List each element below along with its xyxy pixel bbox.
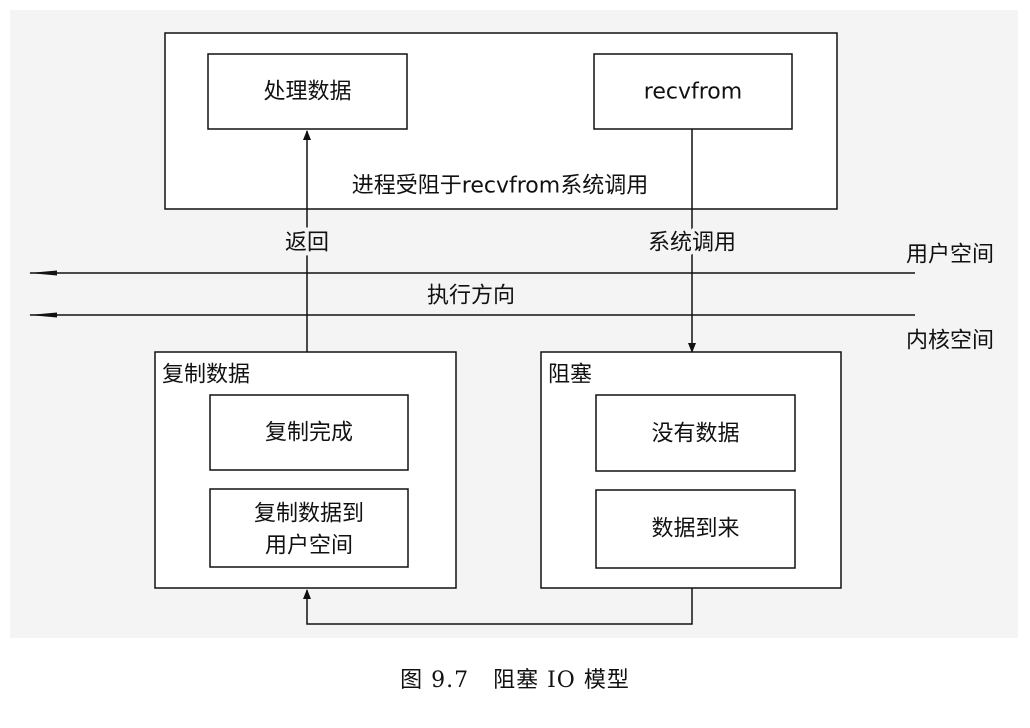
blocking-io-diagram: 处理数据 recvfrom 进程受阻于recvfrom系统调用 返回 系统调用 … — [29, 32, 994, 625]
copy-to-user-box — [209, 488, 409, 568]
user-space-label: 用户空间 — [906, 243, 994, 268]
kernel-space-label: 内核空间 — [906, 329, 994, 354]
data-arrived-box — [595, 489, 796, 569]
recvfrom-box — [593, 53, 793, 130]
direction-label: 执行方向 — [427, 284, 515, 309]
figure-caption: 图 9.7 阻塞 IO 模型 — [0, 662, 1030, 694]
copy-to-user-label-line1: 复制数据到 — [254, 502, 364, 527]
data-arrived-label: 数据到来 — [651, 517, 739, 542]
blocked-note: 进程受阻于recvfrom系统调用 — [352, 174, 648, 199]
syscall-label: 系统调用 — [648, 231, 736, 256]
process-data-label: 处理数据 — [263, 80, 351, 105]
copy-done-box — [209, 394, 409, 471]
figure-number: 图 9.7 — [400, 668, 470, 693]
figure-title: 阻塞 IO 模型 — [493, 668, 630, 693]
no-data-box — [595, 394, 796, 472]
copy-data-title: 复制数据 — [162, 363, 250, 388]
process-data-box — [207, 53, 408, 130]
no-data-label: 没有数据 — [651, 422, 739, 447]
data-ready-connector — [303, 588, 693, 625]
blocking-title: 阻塞 — [548, 363, 592, 388]
recvfrom-label: recvfrom — [644, 80, 742, 105]
copy-to-user-label-line2: 用户空间 — [265, 534, 353, 559]
return-label: 返回 — [285, 231, 329, 256]
copy-done-label: 复制完成 — [265, 421, 353, 446]
